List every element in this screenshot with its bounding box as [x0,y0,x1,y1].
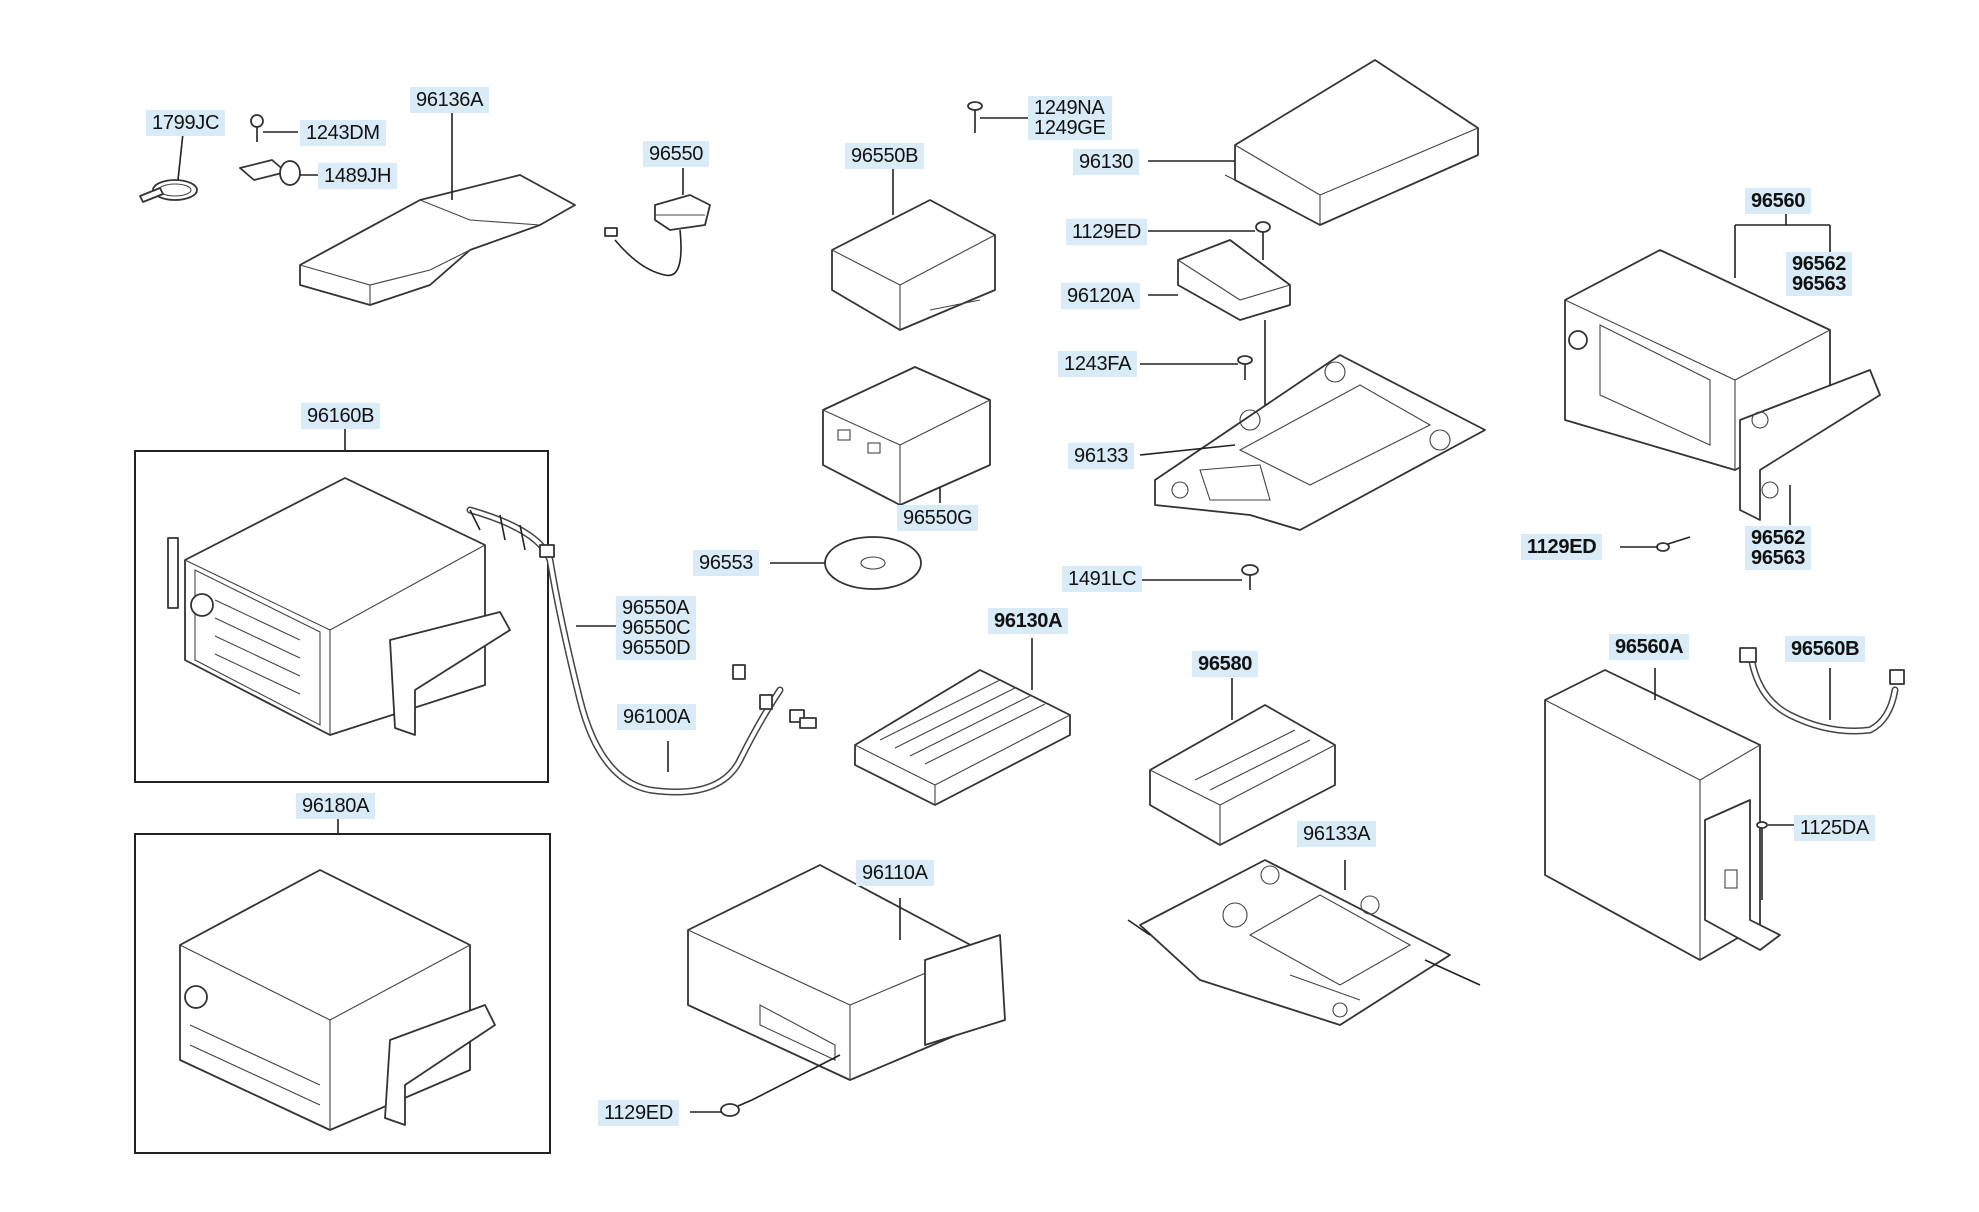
group-box-96180a [134,833,551,1154]
label-1249na: 1249NA [1034,97,1105,119]
antenna-part-96550 [604,168,711,277]
label-96550b: 96550B [845,143,925,169]
label-96560a: 96560A [1609,634,1690,660]
label-96560: 96560 [1745,188,1812,214]
cover-part-96136a [299,111,576,306]
label-96136a: 96136A [410,87,490,113]
module-part-96550b [831,168,996,331]
label-96553: 96553 [693,550,760,576]
label-96550-harness-group: 96550A 96550C 96550D [616,596,697,660]
label-1129ed-top: 1129ED [1066,219,1147,245]
head-unit-part-96560 [1564,210,1881,525]
bracket-part-96133 [1139,354,1486,531]
label-1491lc: 1491LC [1062,566,1143,592]
module-part-96580 [1149,678,1336,846]
label-96120a: 96120A [1061,283,1141,309]
screw-part-1249 [967,101,1032,133]
radio-part-96160b [167,477,511,736]
label-1249ge: 1249GE [1034,117,1106,139]
screw-part-1243dm [250,114,298,142]
label-96562-96563-top: 96562 96563 [1786,252,1853,296]
label-1129ed-bottom: 1129ED [598,1100,679,1126]
bracket-part-1489jh [239,159,320,186]
disc-part-96553 [770,536,922,590]
label-96180a: 96180A [296,793,376,819]
label-96550d: 96550D [622,637,691,659]
label-96110a: 96110A [856,860,934,886]
label-96130: 96130 [1073,149,1140,175]
module-part-96120a [1148,221,1291,321]
label-1249-group: 1249NA 1249GE [1028,96,1112,140]
harness-part-96550a [466,506,817,796]
label-96580: 96580 [1192,651,1259,677]
label-96563-bottom: 96563 [1751,547,1806,569]
label-1799jc: 1799JC [146,110,226,136]
bracket-part-96133a [1127,859,1481,1026]
label-96563-top: 96563 [1792,273,1847,295]
cable-part-96560b [1739,647,1905,735]
label-96562-top: 96562 [1792,253,1847,275]
label-96133a: 96133A [1297,821,1377,847]
label-96133: 96133 [1068,443,1135,469]
screw-part-1129ed-bottom [690,1054,841,1117]
label-96550a: 96550A [622,597,690,619]
group-box-96160b [134,450,549,783]
label-1243fa: 1243FA [1058,351,1138,377]
label-96562-bottom: 96562 [1751,527,1806,549]
module-part-96550g [822,366,991,506]
screw-part-1243fa [1140,320,1266,410]
label-1129ed-right: 1129ED [1521,534,1603,560]
label-1489jh: 1489JH [318,163,398,189]
label-96100a: 96100A [617,704,697,730]
label-96550c: 96550C [622,617,691,639]
label-96550g: 96550G [897,505,979,531]
label-96130a: 96130A [988,608,1069,634]
amplifier-part-96130a [854,638,1071,806]
label-96550: 96550 [643,141,710,167]
radio-part-96180a [179,869,496,1131]
label-96562-96563-bottom: 96562 96563 [1745,526,1812,570]
label-96560b: 96560B [1785,636,1866,662]
unit-part-96130 [1148,59,1479,226]
label-1125da: 1125DA [1794,815,1875,841]
tray-part-96110a [687,864,1006,1081]
label-96160b: 96160B [301,403,381,429]
screw-part-1129ed-right [1620,536,1691,552]
changer-part-96560a [1544,668,1781,961]
clamp-part-1799jc [139,132,198,203]
label-1243dm: 1243DM [300,120,386,146]
screw-part-1125da [1756,821,1795,900]
